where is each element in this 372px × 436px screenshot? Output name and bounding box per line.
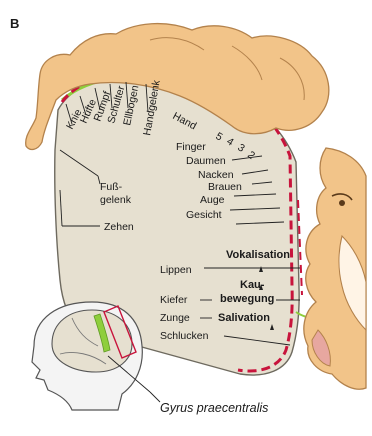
label-lippen: Lippen [160, 264, 192, 276]
label-daumen: Daumen [186, 155, 226, 167]
label-vokalisation: Vokalisation [226, 249, 290, 261]
label-gesicht: Gesicht [186, 209, 222, 221]
label-kau-2: bewegung [220, 293, 274, 305]
label-gyrus-praecentralis: Gyrus praecentralis [160, 401, 268, 415]
label-auge: Auge [200, 194, 225, 206]
label-kiefer: Kiefer [160, 294, 188, 306]
label-schlucken: Schlucken [160, 330, 209, 342]
label-kau-1: Kau- [240, 279, 265, 291]
label-fuss-1: Fuß- [100, 181, 123, 193]
inset-brain [52, 310, 132, 372]
panel-letter: B [10, 16, 19, 31]
label-salivation: Salivation [218, 312, 270, 324]
label-brauen: Brauen [208, 181, 242, 193]
label-finger: Finger [176, 141, 206, 153]
eye-pupil [339, 200, 345, 206]
label-nacken: Nacken [198, 169, 234, 181]
label-fuss-2: gelenk [100, 194, 132, 206]
label-zunge: Zunge [160, 312, 190, 324]
caption-leader-end [150, 392, 160, 402]
label-zehen: Zehen [104, 221, 134, 233]
